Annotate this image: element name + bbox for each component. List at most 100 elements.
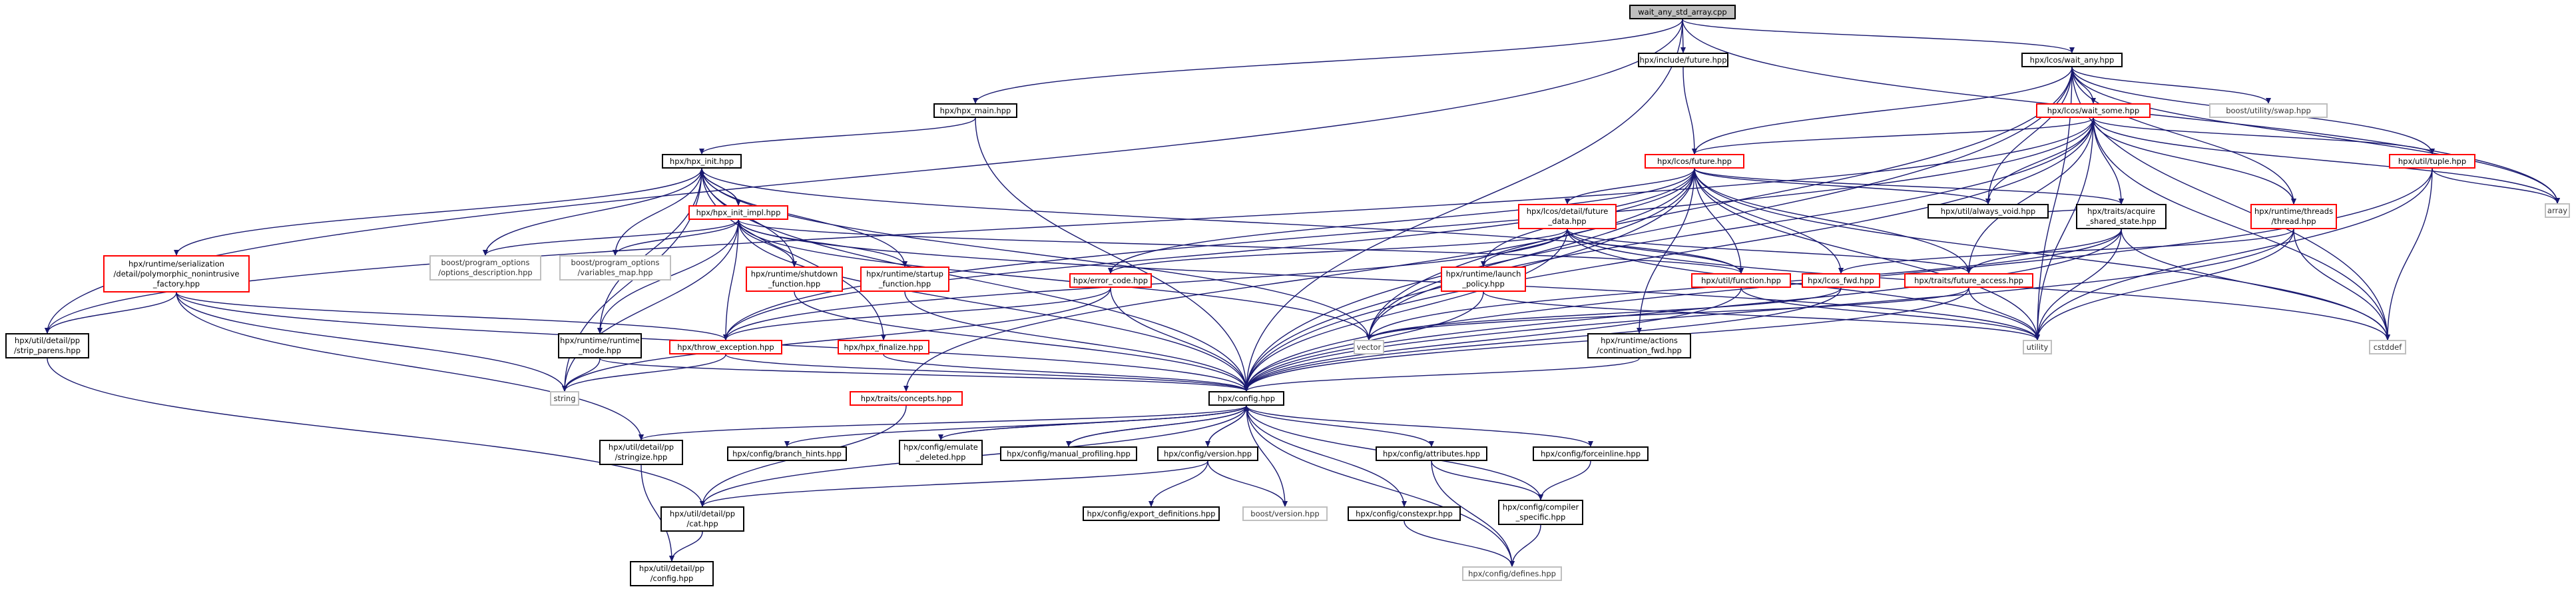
node-config-constexpr[interactable]: hpx/config/constexpr.hpp bbox=[1348, 506, 1461, 521]
node-lcos-wait-some[interactable]: hpx/lcos/wait_some.hpp bbox=[2036, 103, 2151, 118]
edge-config-compiler-specific-to-config-defines bbox=[1509, 524, 1541, 567]
edge-lcos-wait-some-to-traits-future-access bbox=[1966, 117, 2094, 274]
edge-hpx-init-impl-to-utility bbox=[738, 219, 2040, 340]
edge-lcos-wait-any-to-runtime-threads-thread bbox=[2071, 67, 2296, 205]
edge-lcos-future-to-traits-concepts bbox=[903, 168, 1695, 392]
edge-util-tuple-to-cstddef bbox=[2385, 168, 2433, 340]
edge-runtime-threads-thread-to-lcos-fwd bbox=[1838, 229, 2294, 274]
node-runtime-startup-function[interactable]: hpx/runtime/startup _function.hpp bbox=[860, 267, 949, 292]
edge-hpx-init-to-vector bbox=[701, 168, 1372, 340]
node-error-code[interactable]: hpx/error_code.hpp bbox=[1069, 273, 1152, 288]
node-traits-concepts[interactable]: hpx/traits/concepts.hpp bbox=[850, 391, 963, 406]
node-lcos-wait-any[interactable]: hpx/lcos/wait_any.hpp bbox=[2021, 53, 2123, 67]
node-runtime-launch-policy[interactable]: hpx/runtime/launch _policy.hpp bbox=[1441, 267, 1526, 292]
node-runtime-threads-thread[interactable]: hpx/runtime/threads /thread.hpp bbox=[2250, 204, 2337, 229]
edge-throw-exception-to-string bbox=[562, 354, 726, 392]
node-throw-exception[interactable]: hpx/throw_exception.hpp bbox=[669, 340, 782, 354]
edge-config-attributes-to-config-compiler-specific bbox=[1431, 460, 1543, 500]
edge-util-detail-pp-cat-to-util-detail-pp-config bbox=[669, 531, 703, 562]
node-lcos-fwd[interactable]: hpx/lcos_fwd.hpp bbox=[1802, 273, 1880, 288]
node-hpx-finalize[interactable]: hpx/hpx_finalize.hpp bbox=[838, 340, 929, 354]
node-config-version[interactable]: hpx/config/version.hpp bbox=[1157, 446, 1258, 461]
edge-lcos-wait-some-to-cstddef bbox=[2093, 117, 2390, 340]
edge-root-to-lcos-wait-any bbox=[1682, 19, 2075, 53]
edge-lcos-wait-some-to-array bbox=[2093, 117, 2560, 204]
edge-hpx-init-to-bpo-options-description bbox=[483, 168, 702, 256]
node-config[interactable]: hpx/config.hpp bbox=[1208, 391, 1284, 406]
edge-error-code-to-config bbox=[1110, 287, 1249, 392]
edge-serialization-factory-to-util-detail-pp-stringize bbox=[176, 292, 644, 440]
edge-runtime-launch-policy-to-utility bbox=[1483, 291, 2040, 340]
node-cstddef: cstddef bbox=[2369, 340, 2406, 354]
node-config-attributes[interactable]: hpx/config/attributes.hpp bbox=[1376, 446, 1487, 461]
node-config-manual-profiling[interactable]: hpx/config/manual_profiling.hpp bbox=[1000, 446, 1137, 461]
edge-lcos-detail-future-data-to-error-code bbox=[1108, 229, 1568, 274]
edge-traits-acquire-shared-state-to-utility bbox=[2035, 229, 2122, 340]
edge-lcos-future-to-cstddef bbox=[1694, 168, 2390, 340]
node-traits-acquire-shared-state[interactable]: hpx/traits/acquire _shared_state.hpp bbox=[2076, 204, 2167, 229]
edge-config-to-config-attributes bbox=[1246, 405, 1434, 447]
edge-hpx-init-impl-to-util-function bbox=[738, 219, 1744, 274]
node-vector: vector bbox=[1354, 340, 1384, 354]
node-runtime-shutdown-function[interactable]: hpx/runtime/shutdown _function.hpp bbox=[746, 267, 843, 292]
edge-error-code-to-string bbox=[562, 287, 1111, 392]
node-hpx-init-impl[interactable]: hpx/hpx_init_impl.hpp bbox=[688, 205, 788, 220]
edge-lcos-future-to-util-always-void bbox=[1694, 168, 1991, 205]
node-util-detail-pp-config[interactable]: hpx/util/detail/pp /config.hpp bbox=[630, 561, 714, 586]
edge-config-version-to-config-export-definitions bbox=[1149, 460, 1208, 507]
edge-lcos-future-to-traits-future-access bbox=[1694, 168, 1971, 274]
edge-hpx-init-impl-to-vector bbox=[738, 219, 1372, 340]
edge-lcos-wait-some-to-lcos-future bbox=[1692, 117, 2094, 155]
edge-lcos-wait-any-to-cstddef bbox=[2071, 67, 2390, 340]
edge-traits-future-access-to-vector bbox=[1366, 287, 1969, 340]
node-util-detail-pp-strip-parens[interactable]: hpx/util/detail/pp /strip_parens.hpp bbox=[5, 333, 89, 358]
edge-runtime-shutdown-function-to-config bbox=[794, 291, 1249, 392]
edge-lcos-future-to-runtime-actions-continuation-fwd bbox=[1637, 168, 1695, 334]
node-runtime-runtime-mode[interactable]: hpx/runtime/runtime _mode.hpp bbox=[558, 333, 642, 358]
edge-config-to-boost-version bbox=[1246, 405, 1288, 507]
node-hpx-main[interactable]: hpx/hpx_main.hpp bbox=[933, 103, 1017, 118]
node-include-future[interactable]: hpx/include/future.hpp bbox=[1638, 53, 1728, 67]
node-root: wait_any_std_array.cpp bbox=[1629, 5, 1736, 19]
edge-config-constexpr-to-config-defines bbox=[1404, 520, 1515, 567]
node-runtime-actions-continuation-fwd[interactable]: hpx/runtime/actions /continuation_fwd.hp… bbox=[1587, 333, 1691, 358]
edge-lcos-future-to-throw-exception bbox=[723, 168, 1695, 340]
edge-hpx-init-impl-to-throw-exception bbox=[723, 219, 739, 340]
node-util-detail-pp-stringize[interactable]: hpx/util/detail/pp /stringize.hpp bbox=[599, 440, 683, 465]
node-config-forceinline[interactable]: hpx/config/forceinline.hpp bbox=[1533, 446, 1649, 461]
edge-lcos-wait-any-to-config bbox=[1244, 67, 2073, 392]
node-lcos-detail-future-data[interactable]: hpx/lcos/detail/future _data.hpp bbox=[1518, 204, 1617, 229]
node-util-function[interactable]: hpx/util/function.hpp bbox=[1691, 273, 1791, 288]
edge-lcos-wait-any-to-vector bbox=[1366, 67, 2073, 340]
edge-runtime-startup-function-to-config bbox=[904, 291, 1249, 392]
node-traits-future-access[interactable]: hpx/traits/future_access.hpp bbox=[1904, 273, 2033, 288]
node-config-defines: hpx/config/defines.hpp bbox=[1462, 566, 1562, 581]
edge-lcos-wait-any-to-array bbox=[2071, 67, 2560, 204]
edge-hpx-main-to-hpx-init bbox=[699, 117, 976, 155]
edge-config-attributes-to-config-defines bbox=[1431, 460, 1515, 567]
node-util-detail-pp-cat[interactable]: hpx/util/detail/pp /cat.hpp bbox=[660, 506, 744, 532]
node-hpx-init[interactable]: hpx/hpx_init.hpp bbox=[662, 154, 742, 169]
edge-traits-future-access-to-utility bbox=[1968, 287, 2040, 340]
node-config-export-definitions[interactable]: hpx/config/export_definitions.hpp bbox=[1083, 506, 1220, 521]
edge-lcos-fwd-to-vector bbox=[1366, 287, 1842, 340]
node-config-emulate-deleted[interactable]: hpx/config/emulate _deleted.hpp bbox=[899, 440, 983, 465]
node-config-branch-hints[interactable]: hpx/config/branch_hints.hpp bbox=[727, 446, 847, 461]
node-lcos-future[interactable]: hpx/lcos/future.hpp bbox=[1645, 154, 1744, 169]
edge-lcos-wait-some-to-utility bbox=[2035, 117, 2094, 340]
node-bpo-options-description: boost/program_options /options_descripti… bbox=[429, 255, 541, 281]
edge-hpx-init-to-bpo-variables-map bbox=[613, 168, 702, 256]
edge-hpx-init-to-serialization-factory bbox=[174, 168, 702, 256]
node-config-compiler-specific[interactable]: hpx/config/compiler _specific.hpp bbox=[1498, 500, 1583, 525]
edge-hpx-finalize-to-config bbox=[883, 354, 1249, 392]
edge-lcos-wait-any-to-boost-swap bbox=[2071, 67, 2271, 104]
node-boost-swap: boost/utility/swap.hpp bbox=[2209, 103, 2328, 118]
edge-hpx-init-impl-to-string bbox=[562, 219, 739, 392]
edge-hpx-init-impl-to-bpo-options-description bbox=[483, 219, 739, 256]
node-util-always-void[interactable]: hpx/util/always_void.hpp bbox=[1928, 204, 2049, 219]
node-serialization-factory[interactable]: hpx/runtime/serialization /detail/polymo… bbox=[103, 255, 250, 293]
edge-root-to-config bbox=[1244, 19, 1683, 392]
node-util-tuple[interactable]: hpx/util/tuple.hpp bbox=[2389, 154, 2475, 169]
edge-include-future-to-lcos-future bbox=[1682, 67, 1697, 155]
